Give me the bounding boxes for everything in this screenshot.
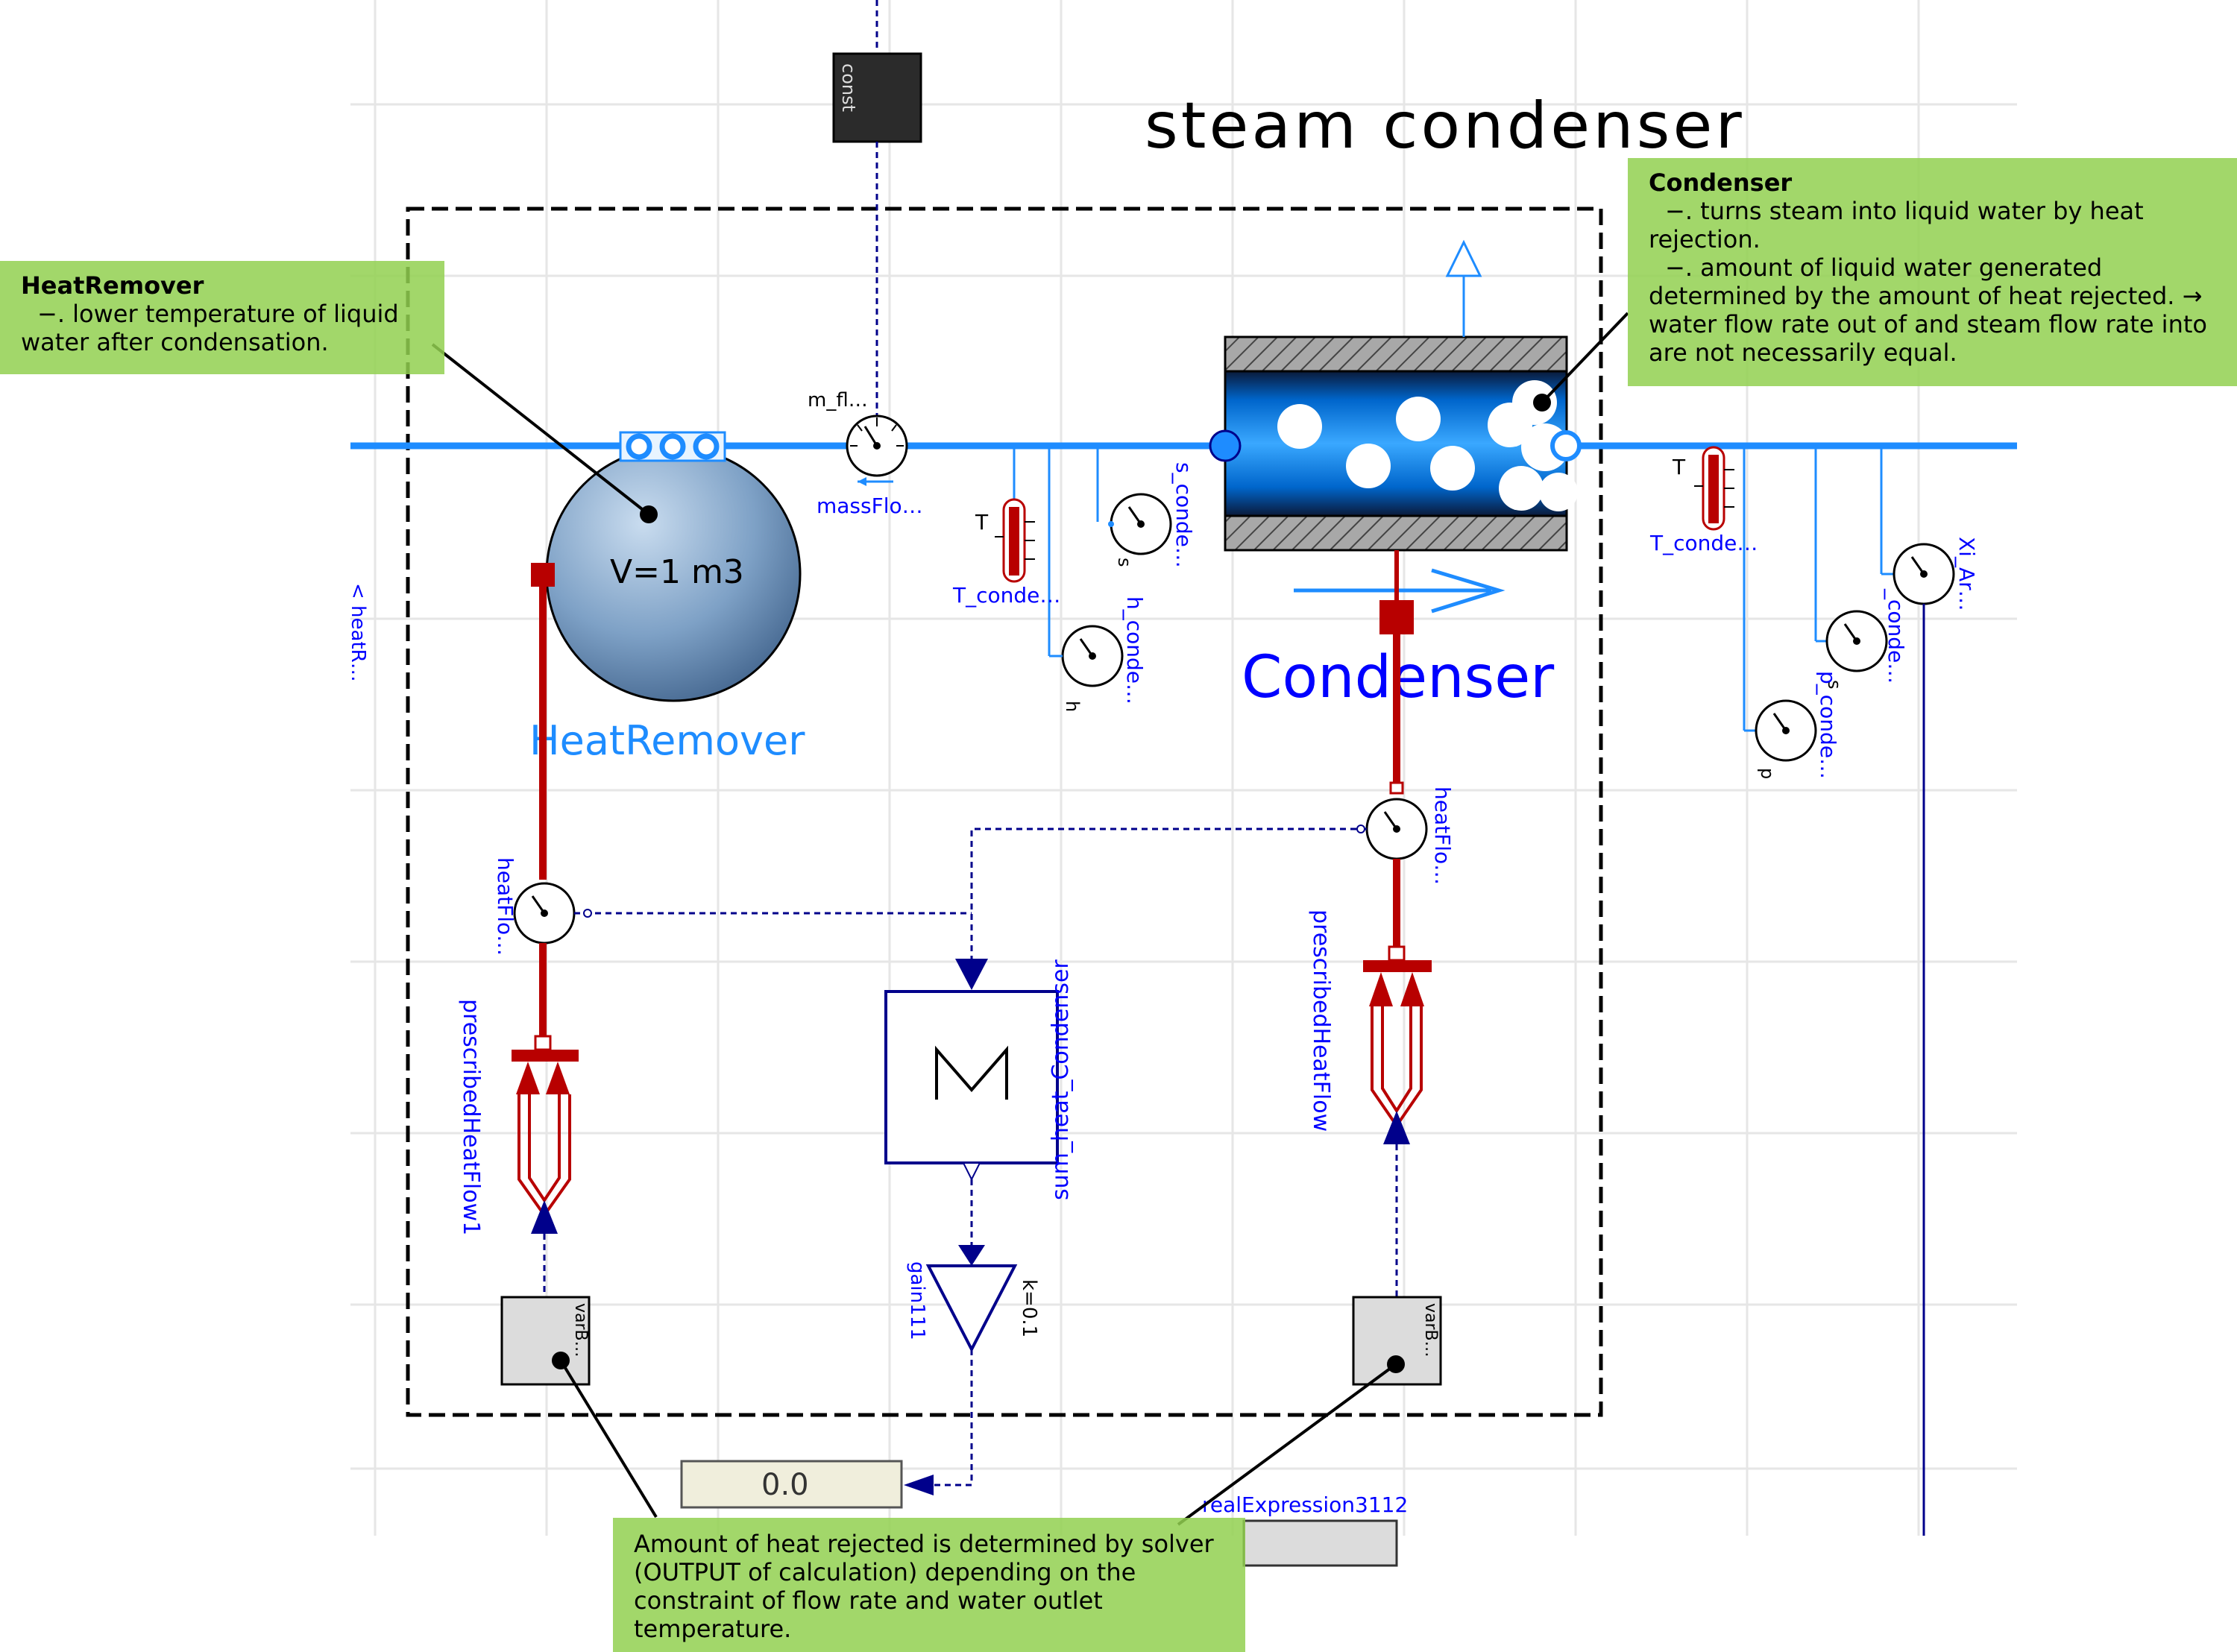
- s-conde-sensor[interactable]: [1108, 493, 1172, 555]
- s-conde-label: s_conde…: [1171, 462, 1196, 568]
- signal-junction-left: [583, 909, 592, 918]
- h-conde-label: h_conde…: [1122, 596, 1147, 704]
- prescribed-heat-flow-left-label: prescribedHeatFlow1: [458, 999, 484, 1235]
- const-block[interactable]: [832, 52, 922, 143]
- signal-line-gain-to-display: [917, 1349, 973, 1487]
- heat-ref-label: < heatR…: [347, 583, 369, 682]
- note-heat-remover-title: HeatRemover: [21, 271, 204, 300]
- thermometer-right[interactable]: [1694, 446, 1734, 531]
- note-line: −. lower temperature of liquid: [37, 300, 399, 328]
- condenser-inlet-port[interactable]: [1209, 429, 1242, 462]
- condenser-component[interactable]: [1224, 335, 1578, 552]
- sensor-branches-right: [1712, 449, 1894, 732]
- thermometer-left-T: T: [975, 510, 989, 535]
- note-line: determined by the amount of heat rejecte…: [1649, 282, 2203, 310]
- heat-remover-label: HeatRemover: [529, 717, 805, 764]
- gain-label: gain111: [906, 1261, 928, 1340]
- prescribed-heat-flow-left[interactable]: [512, 1035, 579, 1234]
- mass-flow-sensor[interactable]: [846, 414, 908, 486]
- sum-block-label: sum_heat_Condenser: [1048, 959, 1074, 1200]
- note-heat-remover: HeatRemover −. lower temperature of liqu…: [0, 261, 444, 374]
- real-expression-block[interactable]: [1242, 1519, 1398, 1567]
- note-condenser: Condenser −. turns steam into liquid wat…: [1628, 158, 2237, 386]
- display-input-arrow: [904, 1475, 934, 1495]
- s-port-label: s: [1114, 558, 1135, 567]
- callout-lines: [431, 312, 1629, 1526]
- note-heat-rejected: Amount of heat rejected is determined by…: [613, 1518, 1245, 1652]
- tank-port-3[interactable]: [693, 433, 720, 460]
- note-line: constraint of flow rate and water outlet: [634, 1586, 1103, 1615]
- note-line: (OUTPUT of calculation) depending on the: [634, 1558, 1136, 1586]
- heat-flow-sensor-left[interactable]: [513, 882, 576, 945]
- thermometer-left-label: T_conde…: [952, 583, 1060, 608]
- h-port-label: h: [1062, 701, 1083, 712]
- gain-block[interactable]: [925, 1264, 1018, 1353]
- tank-port-1[interactable]: [626, 433, 652, 460]
- signal-lines-sum: [574, 827, 1367, 962]
- callout-dot-var-left: [552, 1352, 570, 1369]
- condenser-vent-arrow: [1445, 239, 1482, 277]
- sum-output-port: [962, 1162, 981, 1182]
- condenser-flow-arrow: [1294, 568, 1506, 614]
- xi-conde-label: _conde…: [1884, 588, 1908, 684]
- heat-port-right-junction[interactable]: [1389, 781, 1404, 795]
- thermometer-right-label: T_conde…: [1649, 531, 1758, 555]
- note-condenser-title: Condenser: [1649, 168, 1793, 197]
- sum-block[interactable]: [884, 990, 1059, 1164]
- gain-k-label: k=0.1: [1018, 1279, 1040, 1337]
- condenser-outlet-port[interactable]: [1550, 430, 1582, 461]
- note-line: water after condensation.: [21, 328, 329, 356]
- prescribed-heat-flow-right[interactable]: [1363, 945, 1432, 1144]
- var-block-right[interactable]: [1352, 1296, 1442, 1386]
- heat-flow-left-label: heatFlo…: [493, 857, 517, 956]
- signal-junction-right: [1356, 825, 1365, 833]
- volume-parameter: V=1 m3: [610, 553, 744, 591]
- subsystem-boundary: [406, 206, 1603, 1417]
- heat-port-right-top[interactable]: [1379, 600, 1414, 634]
- note-line: water flow rate out of and steam flow ra…: [1649, 310, 2207, 338]
- callout-dot-condenser: [1533, 394, 1551, 412]
- p-conde-sensor[interactable]: [1755, 699, 1817, 762]
- s-conde-right-sensor[interactable]: [1825, 610, 1888, 672]
- p-conde-label: p_conde…: [1816, 671, 1840, 779]
- thermometer-left[interactable]: [995, 498, 1035, 583]
- h-conde-sensor[interactable]: [1049, 625, 1124, 687]
- sensor-branches-left: [1013, 449, 1099, 656]
- const-block-label: const: [838, 63, 859, 112]
- heat-port-left-top[interactable]: [531, 563, 555, 587]
- callout-dot-heat-remover: [640, 505, 658, 523]
- thermometer-right-T: T: [1672, 455, 1686, 479]
- gain-input-arrow: [958, 1245, 985, 1266]
- note-line: are not necessarily equal.: [1649, 338, 1957, 367]
- note-line: temperature.: [634, 1615, 792, 1643]
- p-port-label: p: [1757, 768, 1778, 779]
- display-value: 0.0: [761, 1468, 809, 1502]
- prescribed-heat-flow-right-label: prescribedHeatFlow: [1308, 909, 1334, 1132]
- var-block-left-label: varB…: [571, 1303, 590, 1358]
- sum-input-arrow: [955, 959, 988, 990]
- note-line: −. turns steam into liquid water by heat: [1665, 197, 2144, 225]
- note-line: rejection.: [1649, 225, 1761, 253]
- var-block-left[interactable]: [500, 1296, 591, 1386]
- note-line: −. amount of liquid water generated: [1665, 253, 2103, 282]
- callout-dot-var-right: [1387, 1355, 1405, 1373]
- p-conde-s-label: s: [1824, 680, 1845, 690]
- tank-port-2[interactable]: [659, 433, 686, 460]
- display-box: [680, 1460, 903, 1509]
- sum-symbol: [935, 1045, 1008, 1100]
- mass-flow-top-label: m_fl…: [808, 389, 868, 412]
- real-expression-label: realExpression3112: [1202, 1492, 1408, 1517]
- var-block-right-label: varB…: [1421, 1303, 1440, 1358]
- xi-ar-label: Xi_Ar…: [1954, 537, 1979, 611]
- heat-flow-right-label: heatFlo…: [1430, 786, 1455, 885]
- diagram-title: steam condenser: [1145, 89, 1745, 163]
- heat-flow-sensor-right[interactable]: [1365, 798, 1428, 860]
- mass-flow-bottom-label: massFlo…: [817, 494, 923, 518]
- heat-remover-tank[interactable]: [545, 431, 802, 702]
- note-line: Amount of heat rejected is determined by…: [634, 1530, 1214, 1558]
